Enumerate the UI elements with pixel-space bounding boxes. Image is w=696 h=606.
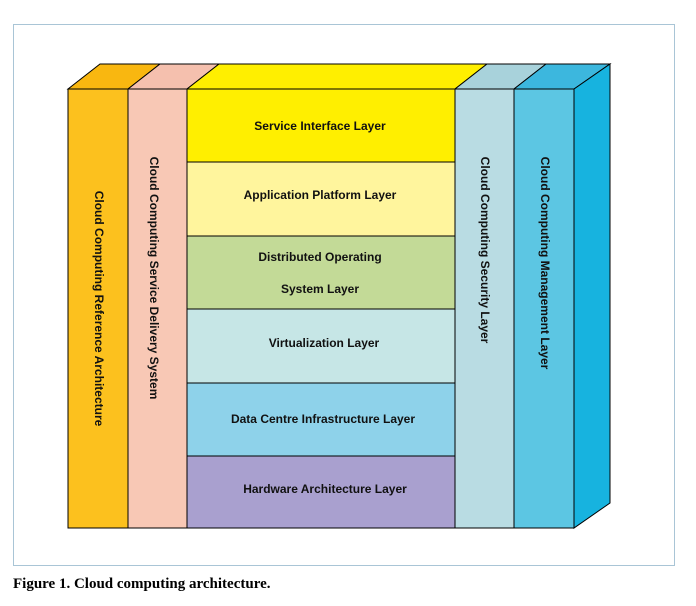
management-layer-label: Cloud Computing Management Layer <box>538 157 552 370</box>
data-centre-infrastructure-label: Data Centre Infrastructure Layer <box>231 412 415 426</box>
virtualization-label: Virtualization Layer <box>269 336 380 350</box>
security-layer-label: Cloud Computing Security Layer <box>478 157 492 344</box>
distributed-os-label-line1: Distributed Operating <box>258 250 381 264</box>
application-platform-label: Application Platform Layer <box>244 188 397 202</box>
figure-caption: Figure 1. Cloud computing architecture. <box>13 576 271 592</box>
distributed-os-label-line2: System Layer <box>281 282 359 296</box>
service-interface-label: Service Interface Layer <box>254 119 386 133</box>
hardware-architecture-layer <box>186 455 456 529</box>
service-delivery-label: Cloud Computing Service Delivery System <box>147 157 161 400</box>
management-layer-column <box>513 88 575 529</box>
reference-architecture-column <box>67 88 129 529</box>
application-platform-layer <box>186 161 456 237</box>
layers-top-face <box>185 63 489 90</box>
management-layer-side <box>573 63 611 529</box>
figure-frame <box>13 24 675 566</box>
hardware-architecture-label: Hardware Architecture Layer <box>243 482 407 496</box>
reference-architecture-label: Cloud Computing Reference Architecture <box>92 191 106 427</box>
security-layer-column <box>454 88 515 529</box>
data-centre-infrastructure-layer <box>186 382 456 457</box>
distributed-os-layer <box>186 235 456 310</box>
